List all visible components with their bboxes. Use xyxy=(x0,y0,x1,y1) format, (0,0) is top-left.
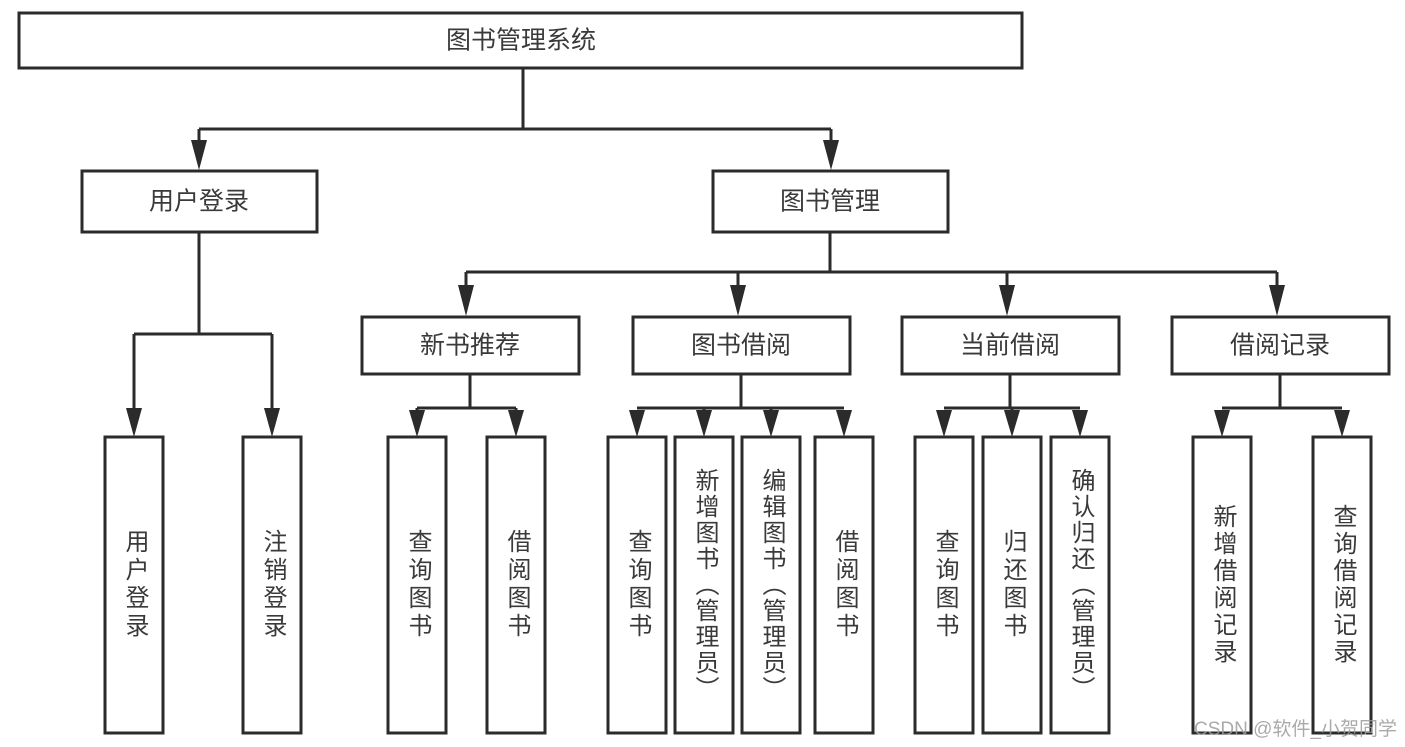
node-book-borrow-label: 图书借阅 xyxy=(691,332,791,360)
leaf-box-logout[interactable] xyxy=(241,435,303,735)
arrow-head-bb-leaf3 xyxy=(763,410,779,437)
arrow-head-current-borrow xyxy=(999,285,1015,316)
arrow-head-cb-leaf3 xyxy=(1072,410,1088,437)
node-root-label: 图书管理系统 xyxy=(446,27,596,55)
leaf-box-br-query-record[interactable] xyxy=(1311,435,1373,735)
leaf-box-bb-add-book[interactable] xyxy=(673,435,735,735)
node-new-book-recommend[interactable] xyxy=(360,315,581,376)
leaf-box-bb-edit-book[interactable] xyxy=(740,435,802,735)
leaf-box-user-login[interactable] xyxy=(103,435,165,735)
node-book-manage-label: 图书管理 xyxy=(780,188,880,216)
arrow-head-borrow-record xyxy=(1269,285,1285,316)
node-current-borrow-label: 当前借阅 xyxy=(960,332,1060,360)
leaf-box-cb-confirm-return[interactable] xyxy=(1049,435,1111,735)
arrow-head-book-manage xyxy=(823,140,839,170)
arrow-head-new-book xyxy=(458,285,474,316)
arrow-head-user-login xyxy=(191,140,207,170)
leaf-box-cb-query-book[interactable] xyxy=(913,435,975,735)
leaf-box-cb-return-book[interactable] xyxy=(981,435,1043,735)
leaf-box-nb-borrow-book[interactable] xyxy=(485,435,547,735)
arrow-head-nb-leaf1 xyxy=(409,410,425,437)
leaf-box-bb-borrow-book[interactable] xyxy=(813,435,875,735)
node-book-borrow[interactable] xyxy=(631,315,852,376)
leaf-box-nb-query-book[interactable] xyxy=(386,435,448,735)
node-borrow-record[interactable] xyxy=(1170,315,1391,376)
csdn-watermark: CSDN @软件_小贺同学 xyxy=(1194,719,1397,740)
arrow-head-br-leaf2 xyxy=(1334,410,1350,437)
node-root[interactable] xyxy=(17,11,1024,70)
arrow-head-br-leaf1 xyxy=(1214,410,1230,437)
arrow-head-leaf-logout xyxy=(264,408,280,437)
node-new-book-recommend-label: 新书推荐 xyxy=(420,332,520,360)
arrow-head-cb-leaf1 xyxy=(936,410,952,437)
node-borrow-record-label: 借阅记录 xyxy=(1230,332,1330,360)
leaf-box-br-add-record[interactable] xyxy=(1191,435,1253,735)
arrow-head-bb-leaf4 xyxy=(836,410,852,437)
arrow-head-bb-leaf1 xyxy=(629,410,645,437)
arrow-head-cb-leaf2 xyxy=(1004,410,1020,437)
arrow-head-leaf-user-login xyxy=(126,408,142,437)
node-current-borrow[interactable] xyxy=(900,315,1121,376)
node-book-manage[interactable] xyxy=(711,169,950,234)
leaf-box-bb-query-book[interactable] xyxy=(606,435,668,735)
node-user-login-label: 用户登录 xyxy=(149,188,249,216)
arrow-head-book-borrow xyxy=(730,285,746,316)
arrow-head-nb-leaf2 xyxy=(508,410,524,437)
arrow-head-bb-leaf2 xyxy=(696,410,712,437)
